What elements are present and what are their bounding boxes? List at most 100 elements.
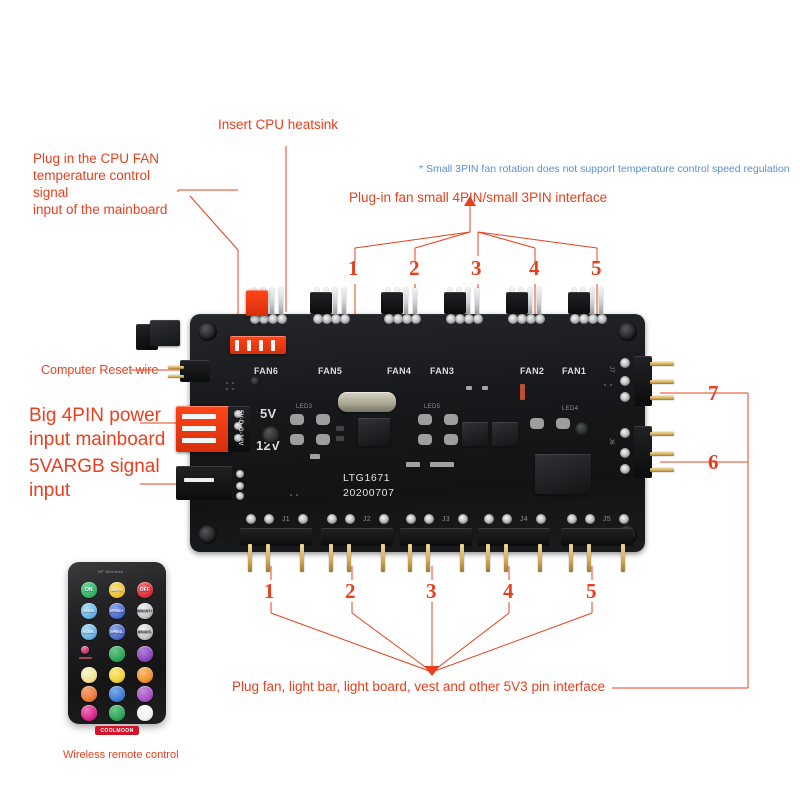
callout-top-1: 1 — [348, 256, 359, 280]
header-socket — [277, 314, 287, 324]
reset-pin — [168, 366, 184, 369]
silk-fan6: FAN6 — [254, 366, 279, 376]
silk-led3: LED3 — [296, 404, 313, 410]
callout-right-6: 6 — [708, 450, 719, 474]
pcb-fan-hub-board: FAN6 FAN5 FAN4 FAN3 FAN2 FAN1 5V-D-G-12V — [136, 288, 674, 572]
callout-bottom-1: 1 — [264, 579, 275, 603]
fan-connector-shroud[interactable] — [444, 292, 466, 314]
label-insert-cpu-heatsink: Insert CPU heatsink — [218, 117, 339, 132]
remote-rf-label: RF Wireless — [98, 569, 124, 574]
reset-pin — [168, 375, 184, 378]
mounting-hole — [618, 322, 637, 341]
remote-indicator-bar — [79, 657, 92, 659]
label-big-4pin-power: Big 4PIN power input mainboard — [29, 405, 166, 450]
callout-bottom-3: 3 — [426, 579, 437, 603]
remote-button-brightness-down[interactable]: BRIGHT- — [137, 624, 153, 640]
callout-bottom-2: 2 — [345, 579, 356, 603]
ic-chip — [462, 422, 488, 446]
remote-color-button[interactable] — [109, 686, 125, 702]
header-socket — [259, 314, 269, 324]
remote-color-button[interactable] — [81, 667, 97, 683]
led-pad — [444, 414, 458, 425]
callout-bottom-5: 5 — [586, 579, 597, 603]
remote-color-button[interactable] — [137, 686, 153, 702]
label-5vargb-signal-input: 5VARGB signal input — [29, 456, 160, 501]
callout-top-4: 4 — [529, 256, 540, 280]
label-cpu-fan-signal: Plug in the CPU FAN temperature control … — [33, 151, 168, 217]
remote-button-on[interactable]: ON — [81, 582, 97, 598]
ic-chip — [492, 422, 518, 446]
callout-bottom-4: 4 — [503, 579, 514, 603]
silk-part-number: LTG1671 — [343, 472, 391, 484]
fan-connector-shroud[interactable] — [310, 292, 332, 314]
callout-top-2: 2 — [409, 256, 420, 280]
resistor — [520, 384, 525, 400]
remote-button-speed-up[interactable]: SPEED+ — [109, 603, 125, 619]
label-computer-reset-wire: Computer Reset wire — [41, 363, 159, 377]
remote-color-button[interactable] — [137, 646, 153, 662]
crystal-oscillator — [338, 392, 396, 412]
remote-color-button[interactable] — [109, 705, 125, 721]
silk-j7: J7 — [608, 366, 614, 373]
led-pad — [316, 414, 330, 425]
mounting-hole — [198, 322, 217, 341]
ic-chip-large — [535, 454, 591, 494]
remote-button-auto[interactable]: AUTO — [109, 582, 125, 598]
led-pad — [530, 418, 544, 429]
big-4pin-power-connector[interactable] — [176, 406, 232, 452]
remote-color-button[interactable] — [81, 646, 89, 654]
silk-date-code: 20200707 — [343, 487, 395, 499]
capacitor — [262, 426, 280, 444]
remote-color-button[interactable] — [81, 705, 97, 721]
reset-wire-header[interactable] — [180, 360, 210, 382]
ic-chip — [358, 418, 390, 446]
header-socket — [268, 314, 278, 324]
callout-right-7: 7 — [708, 381, 719, 405]
argb-signal-input-connector[interactable] — [176, 466, 232, 500]
label-bottom-5v3pin-caption: Plug fan, light bar, light board, vest a… — [232, 679, 605, 694]
led-pad — [290, 414, 304, 425]
silk-fan2: FAN2 — [520, 366, 545, 376]
led-pad — [556, 418, 570, 429]
led-pad — [444, 434, 458, 445]
label-plug-in-fan-interface: Plug-in fan small 4PIN/small 3PIN interf… — [349, 190, 608, 205]
remote-button-speed-down[interactable]: SPEED- — [109, 624, 125, 640]
cpu-fan-red-connector[interactable] — [246, 290, 268, 316]
remote-button-off[interactable]: OFF — [137, 582, 153, 598]
silk-led4: LED4 — [562, 406, 579, 412]
remote-color-button[interactable] — [109, 667, 125, 683]
note-3pin-no-temp-control: * Small 3PIN fan rotation does not suppo… — [419, 163, 790, 175]
left-shroud — [150, 320, 180, 346]
capacitor — [575, 422, 589, 436]
remote-button-mode-down[interactable]: MODE- — [81, 624, 97, 640]
silk-led5: LED5 — [424, 404, 441, 410]
led-pad — [418, 434, 432, 445]
remote-color-button[interactable] — [137, 667, 153, 683]
header-socket — [250, 314, 260, 324]
cpu-fan-red-base[interactable] — [230, 336, 286, 354]
silk-j6: J6 — [608, 438, 614, 445]
header-pin — [279, 288, 283, 314]
arrow-down-icon — [424, 666, 440, 676]
led-pad — [418, 414, 432, 425]
remote-color-button[interactable] — [137, 705, 153, 721]
silk-fan3: FAN3 — [430, 366, 455, 376]
mounting-hole — [198, 525, 217, 544]
callout-top-3: 3 — [471, 256, 482, 280]
remote-button-mode-up[interactable]: MODE — [81, 603, 97, 619]
silk-fan4: FAN4 — [387, 366, 412, 376]
remote-button-brightness-up[interactable]: BRIGHT+ — [137, 603, 153, 619]
fan-connector-shroud[interactable] — [568, 292, 590, 314]
wireless-remote-control[interactable]: RF Wireless ON AUTO OFF MODE SPEED+ BRIG… — [68, 562, 166, 735]
fan-connector-shroud[interactable] — [381, 292, 403, 314]
remote-color-button[interactable] — [109, 646, 125, 662]
remote-color-button[interactable] — [81, 686, 97, 702]
remote-brand-logo: COOLMOON — [95, 726, 139, 735]
fan-connector-shroud[interactable] — [506, 292, 528, 314]
silk-argb-pinout: 5V-D-G-12V — [237, 410, 243, 446]
label-wireless-remote-control: Wireless remote control — [63, 749, 179, 761]
led-pad — [290, 434, 304, 445]
callout-top-5: 5 — [591, 256, 602, 280]
silk-fan5: FAN5 — [318, 366, 343, 376]
